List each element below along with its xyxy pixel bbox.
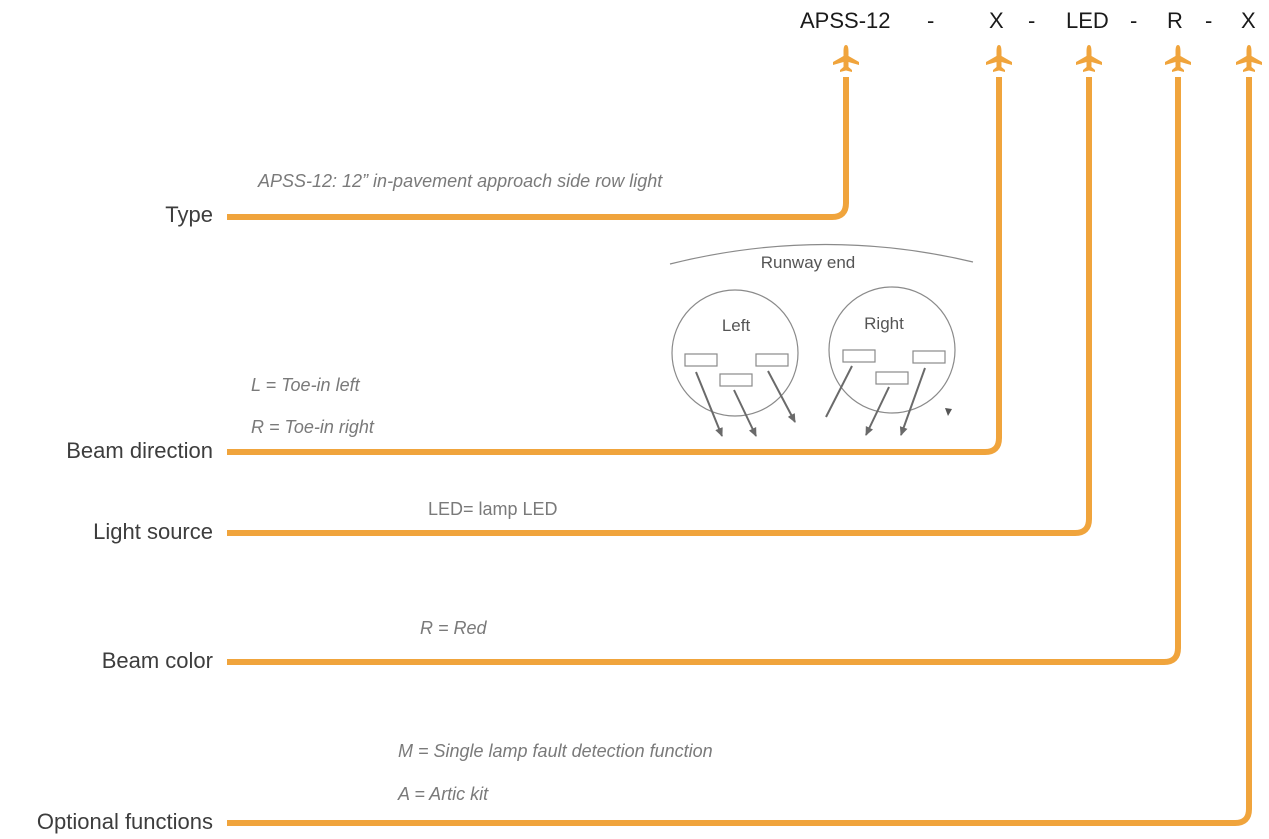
- code-separator-2: -: [1028, 8, 1035, 33]
- description-artic-kit: A = Artic kit: [397, 784, 489, 804]
- label-beam-direction: Beam direction: [66, 438, 213, 463]
- marker-icons: [833, 45, 1262, 72]
- description-type: APSS-12: 12” in-pavement approach side r…: [257, 171, 663, 191]
- right-beam-arrow-2: [865, 386, 890, 436]
- airplane-icon: [986, 45, 1012, 72]
- airplane-icon: [833, 45, 859, 72]
- label-beam-color: Beam color: [102, 648, 213, 673]
- category-labels: Type Beam direction Light source Beam co…: [37, 202, 213, 834]
- airplane-icon: [1236, 45, 1262, 72]
- left-label: Left: [722, 316, 751, 335]
- left-lamp-3: [755, 353, 789, 367]
- description-beam-color: R = Red: [420, 618, 488, 638]
- small-marker: [945, 408, 952, 416]
- description-toe-in-right: R = Toe-in right: [251, 417, 375, 437]
- leader-line-beam-direction: [227, 77, 1002, 455]
- right-light-circle: [828, 286, 956, 414]
- description-toe-in-left: L = Toe-in left: [251, 375, 361, 395]
- left-light-circle: [671, 289, 799, 417]
- code-header: APSS-12 - X - LED - R - X: [800, 8, 1256, 33]
- runway-end-label: Runway end: [761, 253, 856, 272]
- leader-lines: [227, 77, 1252, 826]
- right-lamp-2: [875, 371, 909, 385]
- airplane-icon: [1165, 45, 1191, 72]
- descriptions: APSS-12: 12” in-pavement approach side r…: [251, 171, 713, 804]
- right-lamp-3: [912, 350, 946, 364]
- right-beam-arrow-3: [899, 367, 926, 436]
- leader-line-beam-color: [227, 77, 1181, 665]
- left-beam-arrow-2: [733, 389, 757, 437]
- code-separator-4: -: [1205, 8, 1212, 33]
- code-light-source: LED: [1066, 8, 1109, 33]
- left-lamp-1: [684, 353, 718, 367]
- right-lamp-1: [842, 349, 876, 363]
- label-optional-functions: Optional functions: [37, 809, 213, 834]
- description-fault-detection: M = Single lamp fault detection function: [398, 741, 713, 761]
- right-beam-line-1: [825, 365, 853, 418]
- left-beam-arrow-3: [767, 370, 796, 423]
- code-optional-functions: X: [1241, 8, 1256, 33]
- code-separator-1: -: [927, 8, 934, 33]
- left-lamp-2: [719, 373, 753, 387]
- code-beam-direction: X: [989, 8, 1004, 33]
- label-light-source: Light source: [93, 519, 213, 544]
- code-type: APSS-12: [800, 8, 891, 33]
- runway-end-arc: [669, 243, 974, 265]
- right-label: Right: [864, 314, 904, 333]
- code-beam-color: R: [1167, 8, 1183, 33]
- description-light-source: LED= lamp LED: [428, 499, 558, 519]
- leader-line-optional-functions: [227, 77, 1252, 826]
- left-beam-arrow-1: [695, 371, 723, 437]
- leader-line-light-source: [227, 77, 1092, 536]
- leader-line-type: [227, 77, 849, 220]
- airplane-icon: [1076, 45, 1102, 72]
- beam-direction-inset: Runway end Left Right: [669, 243, 974, 437]
- label-type: Type: [165, 202, 213, 227]
- code-separator-3: -: [1130, 8, 1137, 33]
